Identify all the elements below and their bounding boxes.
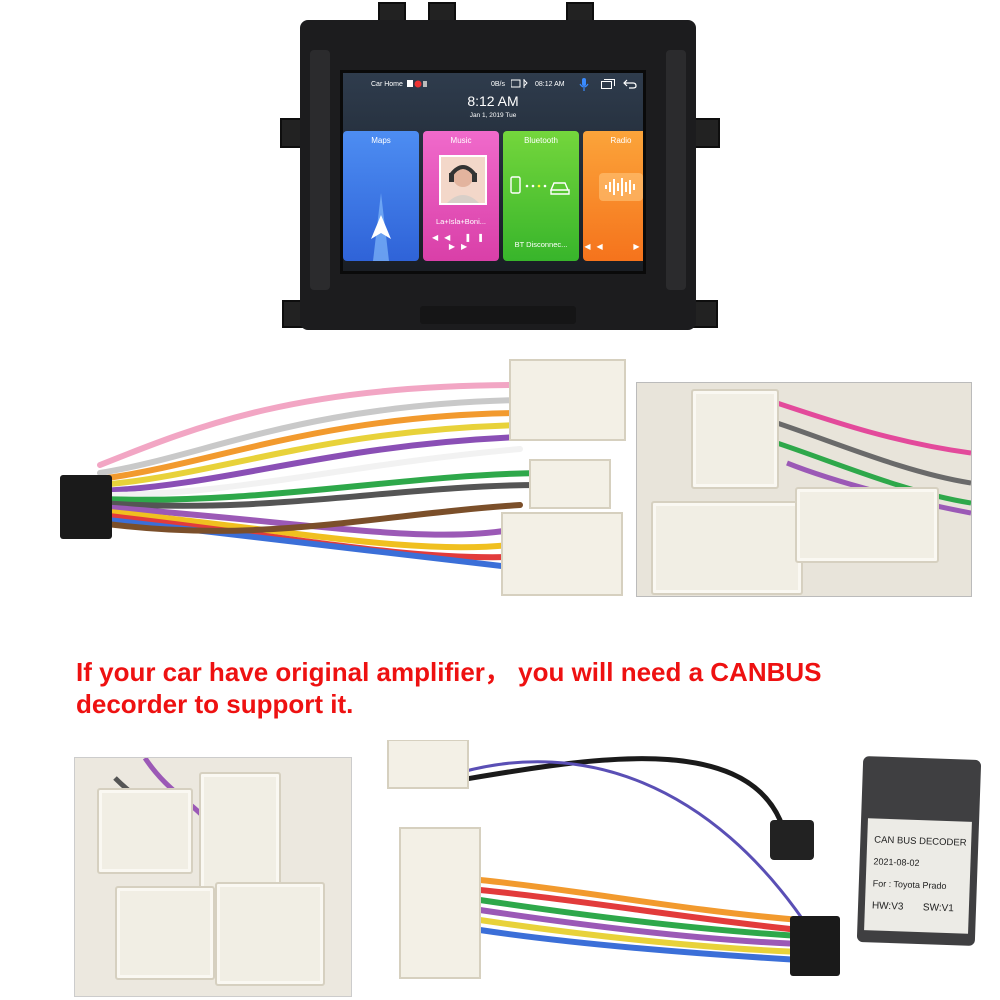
connector-pin-block <box>199 772 281 892</box>
decoder-hw: HW:V3 <box>871 900 904 913</box>
status-bar: Car Home 0B/s 08:12 AM <box>343 73 643 97</box>
clock-date: Jan 1, 2019 Tue <box>469 112 517 119</box>
radio-seek-icon[interactable]: ◀◀ ▶▶ <box>584 242 646 251</box>
tile-radio-title: Radio <box>610 136 632 145</box>
music-track-title: La+Isla+Boni... <box>435 217 487 226</box>
clock-time: 8:12 AM <box>467 93 519 109</box>
back-icon[interactable] <box>623 79 637 91</box>
tile-music[interactable]: Music La+Isla+Boni... ◀◀ ❚❚ ▶▶ <box>423 131 499 261</box>
connector-socket-small <box>795 487 939 563</box>
connector-socket-large <box>651 501 803 595</box>
harness-connector-side <box>501 512 623 596</box>
tile-bluetooth-title: Bluetooth <box>524 136 558 145</box>
antenna-plug <box>770 820 814 860</box>
canbus-decoder: CAN BUS DECODER 2021-08-02 For : Toyota … <box>856 755 982 947</box>
decoder-label: CAN BUS DECODER 2021-08-02 For : Toyota … <box>864 818 972 934</box>
tile-bluetooth[interactable]: Bluetooth BT Disconnec... <box>503 131 579 261</box>
data-rate: 0B/s <box>491 81 506 88</box>
head-unit-photo: Car Home 0B/s 08:12 AM 8:12 AM Jan 1, 20… <box>278 0 720 338</box>
note-line-2: decorder to support it. <box>76 689 354 719</box>
connector-plug <box>97 788 193 874</box>
connector-socket-large <box>215 882 325 986</box>
decoder-date: 2021-08-02 <box>873 856 920 869</box>
harness-connector-large <box>509 359 626 441</box>
home-label: Car Home <box>371 81 403 88</box>
amplifier-note: If your car have original amplifier， you… <box>76 656 876 720</box>
connector-closeup-photo <box>636 382 972 597</box>
tile-maps[interactable]: Maps <box>343 131 419 261</box>
phone-car-icon <box>510 176 570 195</box>
tile-radio[interactable]: Radio ◀◀ ▶▶ <box>583 131 646 261</box>
harness-connector-medium <box>529 459 611 509</box>
note-line-1: If your car have original amplifier， you… <box>76 657 822 687</box>
tile-music-title: Music <box>450 136 472 145</box>
mic-icon[interactable] <box>579 78 589 93</box>
connector-plug <box>691 389 779 489</box>
decoder-vehicle: For : Toyota Prado <box>872 878 947 891</box>
bluetooth-icon <box>510 79 529 91</box>
iso-plug-connector <box>60 475 112 539</box>
recent-apps-icon[interactable] <box>601 79 615 91</box>
status-time: 08:12 AM <box>535 81 565 88</box>
harness-connector-stack <box>399 827 481 979</box>
status-icons <box>407 79 429 91</box>
decoder-sw: SW:V1 <box>922 902 955 915</box>
play-pause-icon[interactable]: ◀◀ ❚❚ ▶▶ <box>432 233 490 251</box>
radio-wave-icon <box>599 173 643 201</box>
head-unit-screen[interactable]: Car Home 0B/s 08:12 AM 8:12 AM Jan 1, 20… <box>340 70 646 274</box>
canbus-harness-photo <box>387 740 840 979</box>
decoder-title: CAN BUS DECODER <box>874 834 967 849</box>
album-art <box>439 155 487 205</box>
tile-maps-title: Maps <box>371 136 391 145</box>
wiring-harness-photo <box>60 359 626 596</box>
harness-connector-top <box>387 740 469 789</box>
bt-status: BT Disconnec... <box>514 240 568 249</box>
connector-group-photo <box>74 757 352 997</box>
navigation-arrow-icon <box>371 193 391 261</box>
iso-plug-connector <box>790 916 840 976</box>
connector-socket-small <box>115 886 215 980</box>
